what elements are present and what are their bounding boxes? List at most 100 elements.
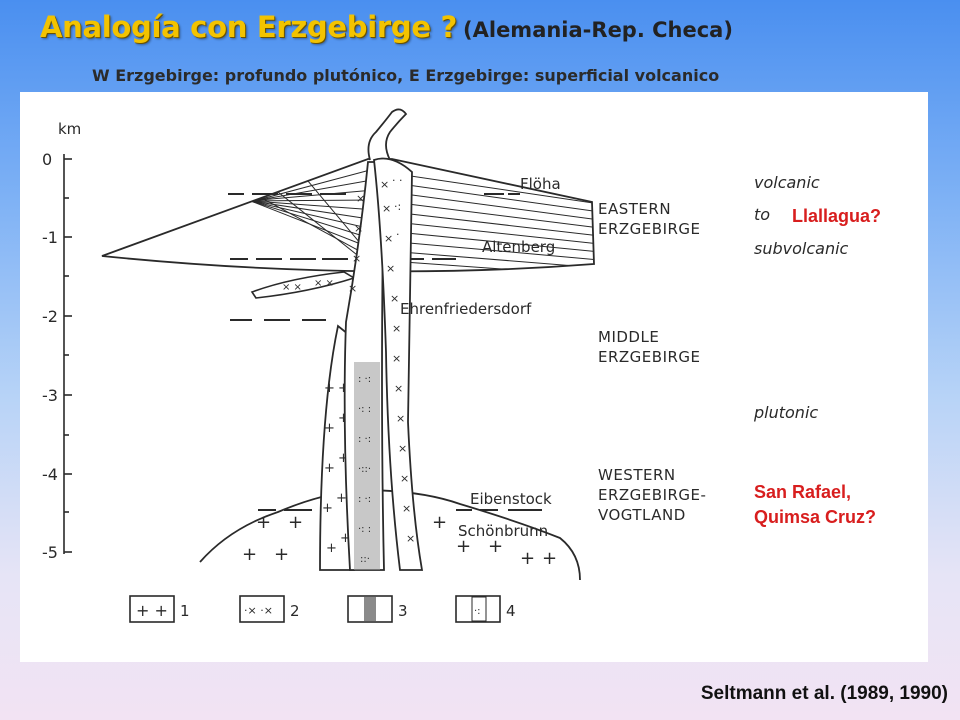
svg-text:+: + [338, 451, 349, 466]
svg-text:+: + [432, 512, 447, 533]
sill [250, 271, 356, 299]
svg-text:×: × [396, 412, 405, 425]
svg-text:· ·: · · [392, 174, 403, 187]
legend-label-1: 1 [180, 602, 190, 620]
level-plutonic: plutonic [753, 403, 818, 422]
plume [367, 108, 408, 161]
svg-text:×: × [402, 502, 411, 515]
region-middle-1: MIDDLE [598, 328, 659, 346]
granite-crosses: ++++ ++++ ++ [322, 381, 351, 556]
svg-text:×: × [384, 232, 393, 245]
svg-text:+: + [338, 411, 349, 426]
locality-floha: Flöha [520, 175, 561, 193]
annotation-san-rafael: San Rafael, Quimsa Cruz? [754, 480, 876, 530]
level-subvolcanic: subvolcanic [754, 239, 849, 258]
svg-text:×: × [390, 292, 399, 305]
svg-text:×: × [400, 472, 409, 485]
title-main: Analogía con Erzgebirge ? [40, 10, 458, 44]
svg-text:+: + [324, 381, 335, 396]
svg-text:+: + [542, 548, 557, 569]
basement-crosses: ++++ ++++ ++ [242, 512, 557, 569]
svg-text:+: + [336, 491, 347, 506]
tick-4: -4 [42, 465, 58, 484]
svg-text:× ×: × × [314, 278, 334, 289]
svg-text:+: + [456, 536, 471, 557]
legend-item-breccia: ·: 4 [455, 595, 516, 623]
svg-text:+: + [338, 381, 349, 396]
svg-text:·× ·×: ·× ·× [244, 604, 273, 617]
svg-text:×: × [394, 382, 403, 395]
legend-item-granite: + + 1 [129, 595, 190, 623]
region-middle-2: ERZGEBIRGE [598, 348, 701, 366]
annotation-llallagua: Llallagua? [792, 206, 882, 226]
svg-text:+: + [288, 512, 303, 533]
svg-text:×: × [406, 532, 415, 545]
svg-text:×: × [398, 442, 407, 455]
svg-text:+ +: + + [136, 601, 168, 620]
svg-text:×: × [392, 322, 401, 335]
depth-axis [63, 154, 72, 554]
title-sub: (Alemania-Rep. Checa) [463, 18, 733, 42]
legend-item-stipple: 3 [347, 595, 408, 623]
pipe-stipple [354, 362, 380, 570]
svg-text:×: × [354, 222, 363, 235]
svg-text:·::·: ·::· [358, 464, 371, 475]
region-western-1: WESTERN [598, 466, 676, 484]
region-eastern-1: EASTERN [598, 200, 671, 218]
svg-text:+: + [256, 512, 271, 533]
region-eastern-2: ERZGEBIRGE [598, 220, 701, 238]
svg-text:·: :: ·: : [358, 404, 371, 415]
dyke [373, 157, 424, 571]
svg-text:× ×: × × [282, 282, 302, 293]
svg-text:+: + [520, 548, 535, 569]
svg-text:+: + [324, 461, 335, 476]
tick-3: -3 [42, 386, 58, 405]
tick-5: -5 [42, 543, 58, 562]
svg-text:+: + [322, 501, 333, 516]
svg-text:×: × [356, 192, 365, 205]
svg-text:: ·:: : ·: [358, 434, 371, 445]
svg-text:×: × [352, 252, 361, 265]
legend-item-crosses: ·× ·× 2 [239, 595, 300, 623]
svg-text:·: · [396, 228, 400, 241]
pipe-dots: : ·:·: :: ·:·::· : ·:·: :::· [358, 374, 371, 565]
sill-crosses: × × × × [282, 278, 334, 293]
svg-text:+: + [488, 536, 503, 557]
svg-text:+: + [326, 541, 337, 556]
diagram-panel: km 0 -1 -2 -3 -4 -5 [20, 92, 928, 662]
erzgebirge-cross-section: km 0 -1 -2 -3 -4 -5 [42, 108, 849, 623]
tick-0: 0 [42, 150, 52, 169]
locality-eibenstock: Eibenstock [470, 490, 552, 508]
svg-text:: ·:: : ·: [358, 494, 371, 505]
svg-text:+: + [274, 544, 289, 565]
annotation-san-rafael-line2: Quimsa Cruz? [754, 507, 877, 527]
svg-text:·:: ·: [474, 606, 481, 617]
svg-text:×: × [386, 262, 395, 275]
source-citation: Seltmann et al. (1989, 1990) [700, 683, 948, 704]
svg-text:×: × [380, 178, 389, 191]
svg-text:+: + [324, 421, 335, 436]
svg-text:·:: ·: [394, 200, 401, 213]
legend-label-2: 2 [290, 602, 300, 620]
tick-2: -2 [42, 307, 58, 326]
svg-text:::·: ::· [360, 554, 370, 565]
legend: + + 1 ·× ·× 2 3 ·: 4 [129, 595, 516, 623]
legend-label-3: 3 [398, 602, 408, 620]
annotation-san-rafael-line1: San Rafael, [754, 482, 852, 502]
region-western-3: VOGTLAND [598, 506, 686, 524]
level-volcanic: volcanic [754, 173, 820, 192]
tick-1: -1 [42, 228, 58, 247]
svg-text:+: + [242, 544, 257, 565]
axis-unit: km [58, 120, 81, 138]
svg-text:+: + [340, 531, 351, 546]
level-to: to [754, 205, 770, 224]
dyke-symbols: ×· ·×·: ×·×× ×××× ×××× [380, 174, 415, 545]
svg-text:×: × [382, 202, 391, 215]
svg-text:×: × [348, 282, 357, 295]
slide-subtitle: W Erzgebirge: profundo plutónico, E Erzg… [92, 66, 720, 85]
svg-text:: ·:: : ·: [358, 374, 371, 385]
slide-title: Analogía con Erzgebirge ?(Alemania-Rep. … [40, 10, 733, 44]
legend-label-4: 4 [506, 602, 516, 620]
inner-dyke-symbols: × × × × [348, 192, 365, 295]
svg-text:×: × [392, 352, 401, 365]
